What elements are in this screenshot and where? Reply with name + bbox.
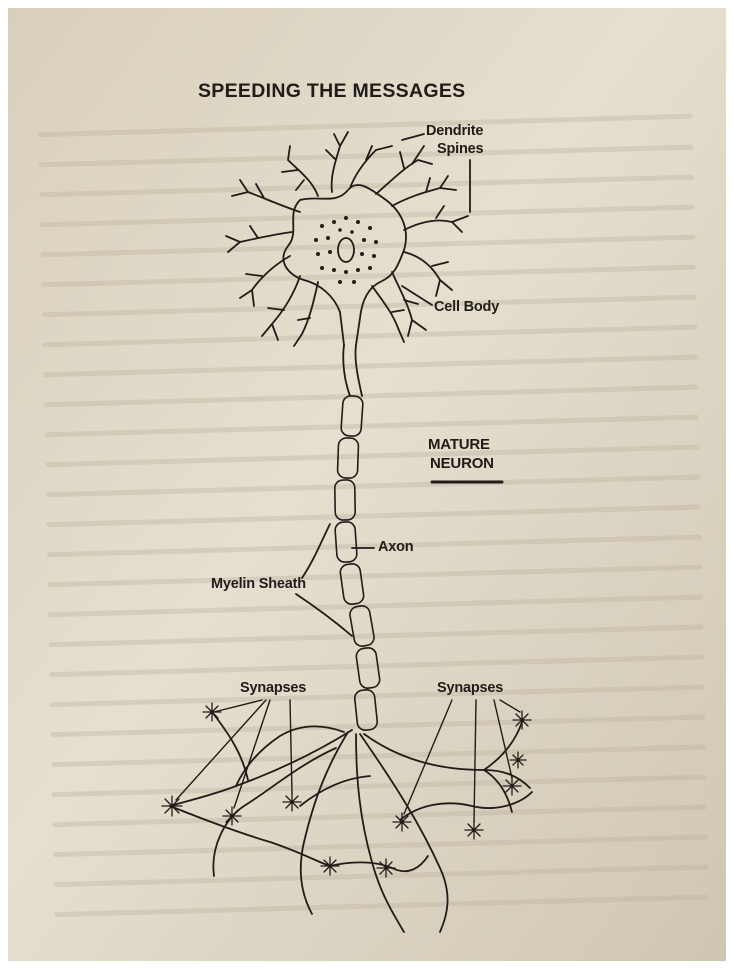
cell-body-outline — [283, 185, 406, 345]
label-axon: Axon — [378, 539, 413, 555]
axon — [343, 345, 362, 396]
myelin-leader-2 — [296, 594, 352, 636]
label-neuron: NEURON — [430, 455, 494, 472]
dendrite-leader — [402, 134, 424, 140]
label-synapses-left: Synapses — [240, 680, 306, 696]
diagram-title: SPEEDING THE MESSAGES — [198, 80, 465, 103]
label-mature: MATURE — [428, 436, 490, 453]
myelin-leader-1 — [302, 524, 330, 578]
label-myelin-sheath: Myelin Sheath — [211, 576, 306, 592]
book-page — [8, 8, 730, 965]
nucleus — [338, 238, 354, 262]
label-dendrite: Dendrite — [426, 123, 483, 139]
organelle-dots — [314, 216, 378, 284]
myelin-sheath — [335, 395, 381, 731]
neuron-illustration — [8, 8, 730, 965]
label-cell-body: Cell Body — [434, 299, 499, 315]
label-synapses-right: Synapses — [437, 680, 503, 696]
axon-terminals — [170, 712, 532, 932]
synapse-leaders — [176, 700, 520, 822]
label-spines: Spines — [437, 141, 483, 157]
